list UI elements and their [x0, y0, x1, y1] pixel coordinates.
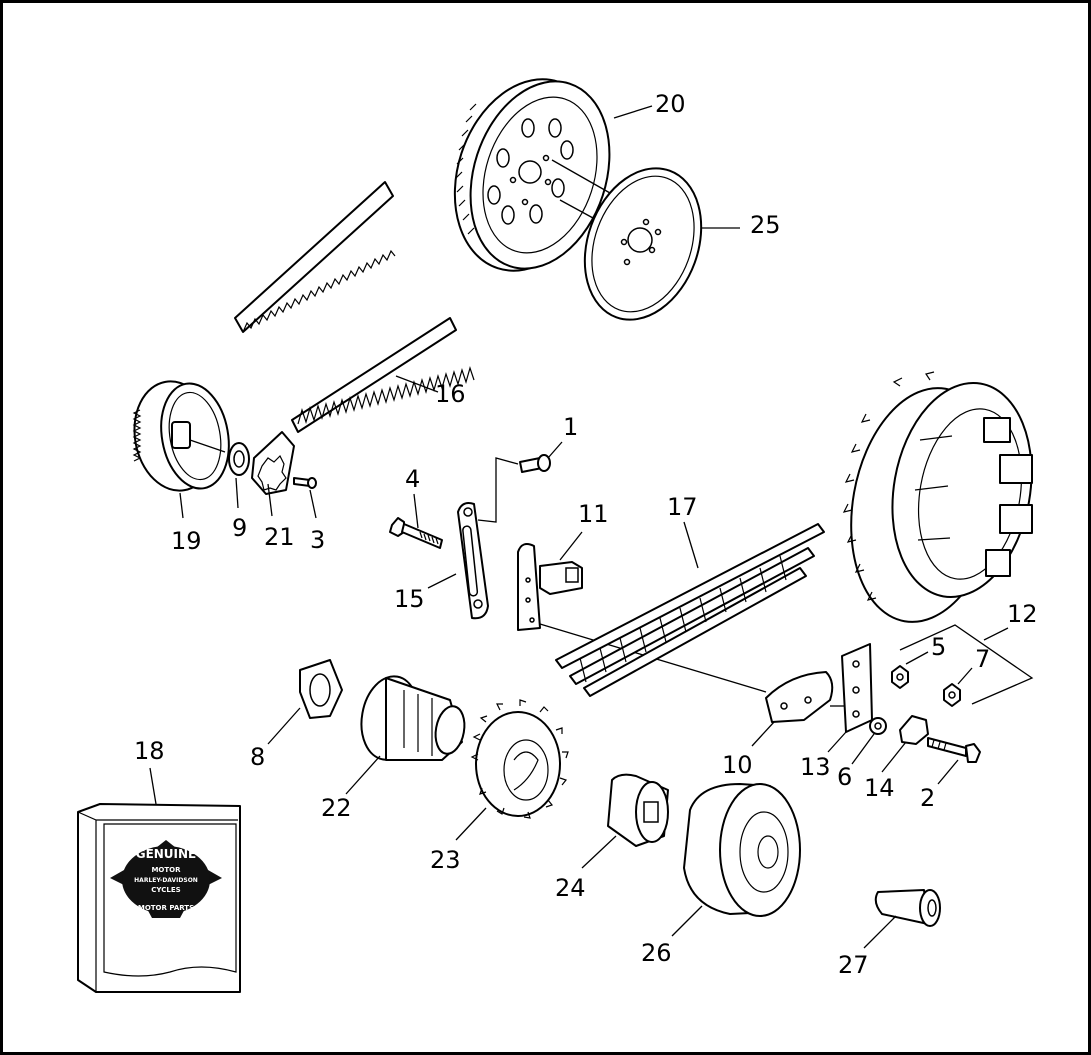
callout-labels: 1 2 3 4 5 6 7 8 9 10 11 12 13 14 15 16 1… [134, 90, 1038, 979]
callout-20: 20 [655, 90, 686, 118]
callout-7: 7 [975, 645, 990, 673]
part-14-lock-tab [899, 715, 929, 745]
logo-harley-text: HARLEY-DAVIDSON [134, 877, 198, 884]
exploded-parts-diagram: GENUINE MOTOR HARLEY-DAVIDSON CYCLES MOT… [77, 78, 1038, 993]
part-2-bolt [927, 737, 981, 763]
callout-6: 6 [837, 763, 852, 791]
part-10-adjuster-block [765, 671, 834, 723]
part-belt-upper [234, 181, 396, 333]
part-3-screw [293, 477, 317, 489]
part-1-screw [519, 454, 551, 473]
part-4-bolt [389, 517, 443, 549]
logo-motor-parts-text: MOTOR PARTS [138, 904, 194, 912]
callout-2: 2 [920, 784, 935, 812]
genuine-motor-parts-logo: GENUINE MOTOR HARLEY-DAVIDSON CYCLES MOT… [110, 840, 222, 918]
callout-13: 13 [800, 753, 831, 781]
part-9-spacer [228, 442, 250, 476]
logo-cycles-text: CYCLES [151, 886, 180, 894]
callout-8: 8 [250, 743, 265, 771]
callout-19: 19 [171, 527, 202, 555]
callout-11: 11 [578, 500, 609, 528]
part-20-rear-pulley [453, 78, 611, 272]
callout-21: 21 [264, 523, 295, 551]
callout-23: 23 [430, 846, 461, 874]
part-25-pulley-cover [583, 167, 703, 321]
logo-genuine-text: GENUINE [136, 847, 197, 861]
callout-17: 17 [667, 493, 698, 521]
part-6-washer [869, 717, 887, 735]
part-22-hub [360, 675, 466, 761]
part-16-drive-belt [291, 317, 475, 433]
callout-27: 27 [838, 951, 869, 979]
callout-9: 9 [232, 514, 247, 542]
part-23-sprocket [470, 699, 569, 819]
part-8-locknut [299, 659, 343, 719]
part-5-nut [891, 665, 909, 689]
callout-14: 14 [864, 774, 895, 802]
part-27-bushing [874, 889, 941, 927]
part-clutch-shell-sprocket [842, 371, 1033, 623]
callout-3: 3 [310, 526, 325, 554]
callout-4: 4 [405, 465, 420, 493]
part-15-adjuster-plate [457, 502, 489, 620]
callout-16: 16 [435, 380, 466, 408]
logo-motor-text: MOTOR [151, 866, 181, 874]
callout-26: 26 [641, 939, 672, 967]
callout-1: 1 [563, 413, 578, 441]
part-24-compensator [607, 773, 669, 847]
callout-24: 24 [555, 874, 586, 902]
callout-18: 18 [134, 737, 165, 765]
callout-15: 15 [394, 585, 425, 613]
callout-10: 10 [722, 751, 753, 779]
callout-25: 25 [750, 211, 781, 239]
part-26-drum [683, 783, 801, 917]
part-7-nut [943, 683, 961, 707]
callout-22: 22 [321, 794, 352, 822]
part-21-lock-plate [251, 431, 295, 495]
part-13-plate [841, 643, 873, 733]
callout-12: 12 [1007, 600, 1038, 628]
callout-5: 5 [931, 633, 946, 661]
part-18-parts-package: GENUINE MOTOR HARLEY-DAVIDSON CYCLES MOT… [77, 803, 241, 993]
part-17-chain [555, 523, 825, 697]
part-19-front-pulley [132, 380, 230, 492]
part-11-bracket [517, 543, 583, 631]
